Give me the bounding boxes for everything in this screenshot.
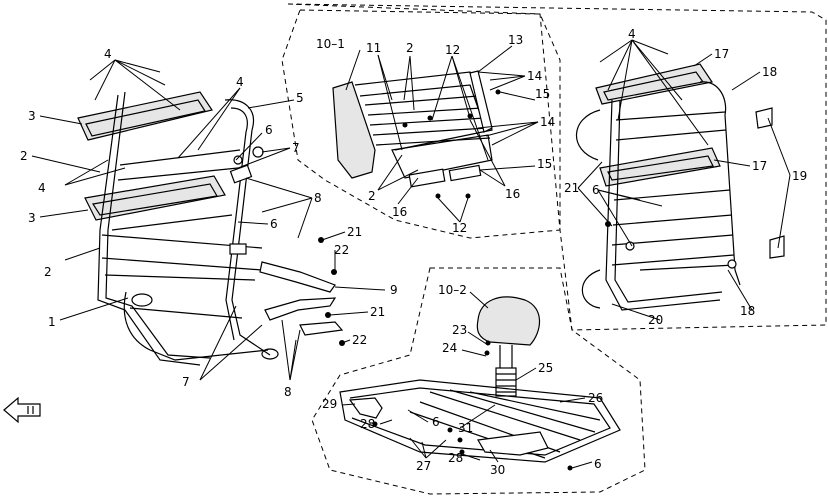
group-outline-seat-pad [281,9,561,239]
callout-label: 27 [416,459,431,473]
callout-label: 22 [352,333,367,347]
callout-label: 7 [292,141,300,155]
seat-pad-assembly [332,70,501,199]
callout-label: 10–2 [438,283,467,297]
callout-label: 5 [296,91,304,105]
callout-label: 19 [792,169,807,183]
callout-label: 2 [44,265,52,279]
callout-label: 21 [347,225,362,239]
main-rack-assembly [77,91,345,366]
callout-label: 6 [594,457,602,471]
callout-label: 14 [540,115,555,129]
callout-label: 18 [740,304,755,318]
group-outline-rear-rack [287,3,827,331]
callout-label: 20 [648,313,663,327]
callout-label: 4 [628,27,636,41]
front-direction-arrow-icon [3,396,41,424]
side-plate-upper [755,107,773,129]
callout-label: 28 [360,417,375,431]
callout-label: 17 [714,47,729,61]
callout-label: 4 [104,47,112,61]
callout-label: 17 [752,159,767,173]
callout-label: 15 [535,87,550,101]
callout-label: 10–1 [316,37,345,51]
callout-label: 21 [370,305,385,319]
callout-label: 16 [392,205,407,219]
bracket-30 [477,431,549,456]
callout-label: 14 [527,69,542,83]
callout-label: 2 [406,41,414,55]
callout-label: 11 [366,41,381,55]
callout-label: 29 [322,397,337,411]
callout-label: 8 [314,191,322,205]
callout-label: 12 [445,43,460,57]
callout-label: 23 [452,323,467,337]
callout-label: 31 [458,421,473,435]
callout-label: 15 [537,157,552,171]
rear-pad-bottom [599,147,721,187]
side-plate-lower [769,235,785,259]
callout-label: 2 [20,149,28,163]
group-outline-backrest-rack [311,267,646,495]
callout-label: 8 [284,385,292,399]
callout-label: 24 [442,341,457,355]
callout-label: 22 [334,243,349,257]
seat-cushion-10-1 [332,81,376,179]
callout-label: 12 [452,221,467,235]
callout-label: 6 [432,415,440,429]
callout-label: 30 [490,463,505,477]
callout-label: 6 [270,217,278,231]
callout-label: 1 [48,315,56,329]
callout-label: 9 [390,283,398,297]
handle-29 [348,397,383,419]
callout-label: 6 [265,123,273,137]
callout-label: 21 [564,181,579,195]
callout-label: 28 [448,451,463,465]
leader-lines [31,39,791,469]
callout-label: 16 [505,187,520,201]
callout-label: 26 [588,391,603,405]
backrest-rack-assembly [339,296,621,471]
callout-label: 4 [236,75,244,89]
rear-pad-top [595,63,713,105]
callout-label: 3 [28,109,36,123]
callout-label: 7 [182,375,190,389]
callout-labels: 4 4 3 2 4 3 2 1 5 6 7 8 6 21 22 9 21 22 … [20,27,807,477]
callout-label: 4 [38,181,46,195]
rear-rack-assembly [575,63,785,311]
callout-label: 6 [592,183,600,197]
callout-label: 13 [508,33,523,47]
callout-label: 25 [538,361,553,375]
callout-label: 2 [368,189,376,203]
side-bracket [259,261,336,293]
backrest-pad-10-2 [476,296,541,346]
callout-label: 18 [762,65,777,79]
callout-label: 3 [28,211,36,225]
upper-pad [77,91,213,141]
